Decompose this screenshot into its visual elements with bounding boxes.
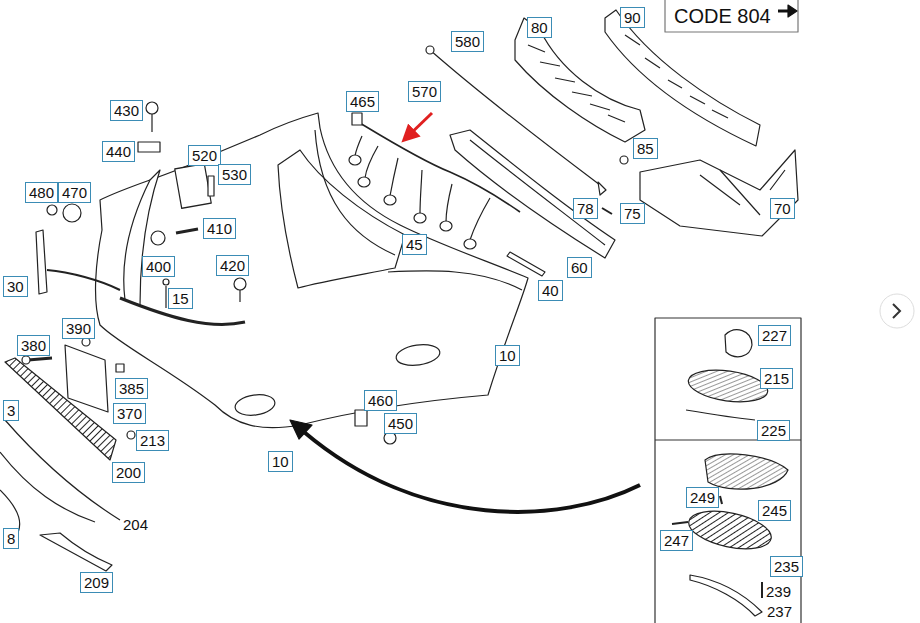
callout-number: 78 (573, 198, 598, 219)
callout-number: 213 (136, 430, 169, 451)
callout-number: 60 (567, 257, 592, 278)
callout-number: 400 (142, 256, 175, 277)
callout-number: 430 (110, 100, 143, 121)
callout-number: 470 (58, 182, 91, 203)
callout-number: 200 (112, 462, 145, 483)
callout-number: 239 (765, 583, 792, 600)
code-heading: CODE 804 (672, 4, 773, 28)
callout-number: 10 (268, 451, 293, 472)
callout-number: 580 (451, 31, 484, 52)
callout-number: 40 (538, 280, 563, 301)
callout-number: 245 (758, 500, 791, 521)
callout-number: 90 (620, 7, 645, 28)
next-button (880, 294, 914, 328)
callout-number: 235 (770, 556, 803, 577)
callout-number: 390 (62, 318, 95, 339)
callout-number: 410 (203, 218, 236, 239)
callout-number: 215 (760, 368, 793, 389)
callout-number: 370 (113, 403, 146, 424)
callout-number: 570 (408, 81, 441, 102)
callout-number: 45 (402, 234, 427, 255)
callout-number: 460 (364, 390, 397, 411)
callout-number: 380 (17, 335, 50, 356)
callout-number: 249 (686, 487, 719, 508)
callout-number: 8 (3, 528, 19, 549)
callout-number: 520 (188, 145, 221, 166)
callout-number: 204 (122, 516, 149, 533)
callout-number: 420 (216, 255, 249, 276)
callout-number: 247 (660, 530, 693, 551)
callout-number: 450 (384, 413, 417, 434)
callout-number: 225 (757, 420, 790, 441)
callout-number: 480 (25, 182, 58, 203)
callout-number: 440 (102, 141, 135, 162)
callout-number: 80 (527, 17, 552, 38)
callout-number: 30 (3, 276, 28, 297)
callout-number: 209 (80, 572, 113, 593)
callout-number: 465 (346, 91, 379, 112)
callout-number: 85 (633, 138, 658, 159)
callout-number: 530 (218, 164, 251, 185)
callout-number: 227 (758, 325, 791, 346)
callout-number: 70 (770, 198, 795, 219)
callout-number: 237 (766, 603, 793, 620)
callout-number: 10 (495, 345, 520, 366)
callout-number: 15 (168, 288, 193, 309)
callout-number: 385 (115, 378, 148, 399)
callout-number: 3 (3, 400, 19, 421)
callout-number: 75 (620, 203, 645, 224)
